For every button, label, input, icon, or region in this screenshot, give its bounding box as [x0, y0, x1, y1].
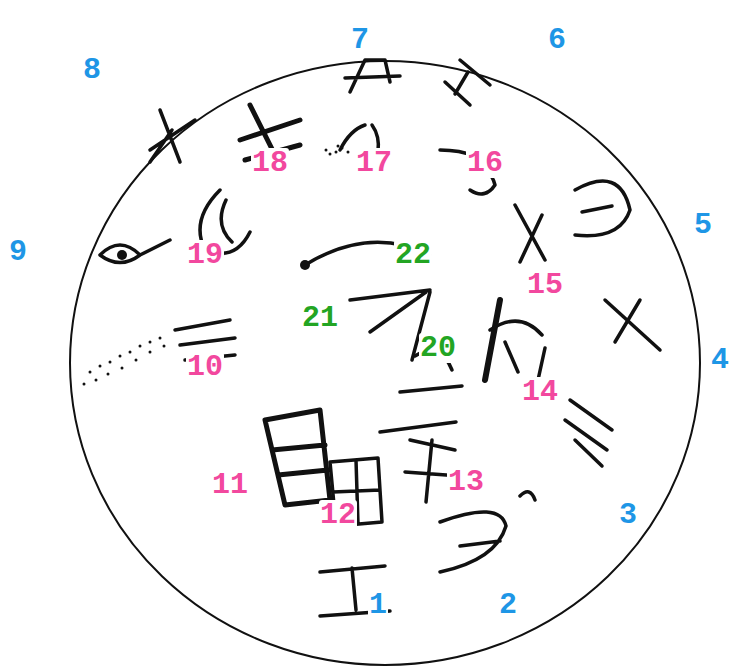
callout-number: 22: [394, 240, 432, 270]
disc-outline: [70, 61, 700, 665]
callout-number: 16: [466, 148, 504, 178]
callout-number: 14: [521, 377, 559, 407]
glyph-dots: [83, 145, 350, 386]
callout-number: 5: [693, 210, 713, 240]
callout-number: 9: [8, 237, 28, 267]
callout-number: 3: [618, 500, 638, 530]
callout-number: 15: [526, 270, 564, 300]
callout-number: 12: [319, 500, 357, 530]
callout-number: 10: [186, 352, 224, 382]
callout-number: 7: [350, 25, 370, 55]
callout-number: 21: [301, 303, 339, 333]
callout-number: 6: [547, 25, 567, 55]
callout-number: 18: [251, 148, 289, 178]
callout-number: 11: [211, 470, 249, 500]
callout-number: 2: [498, 590, 518, 620]
callout-number: 13: [447, 467, 485, 497]
callout-number: 4: [710, 345, 730, 375]
callout-number: 20: [419, 333, 457, 363]
glyph-signs: [100, 60, 660, 616]
callout-number: 8: [82, 55, 102, 85]
callout-number: 1: [368, 590, 388, 620]
callout-number: 17: [355, 148, 393, 178]
callout-number: 19: [186, 240, 224, 270]
